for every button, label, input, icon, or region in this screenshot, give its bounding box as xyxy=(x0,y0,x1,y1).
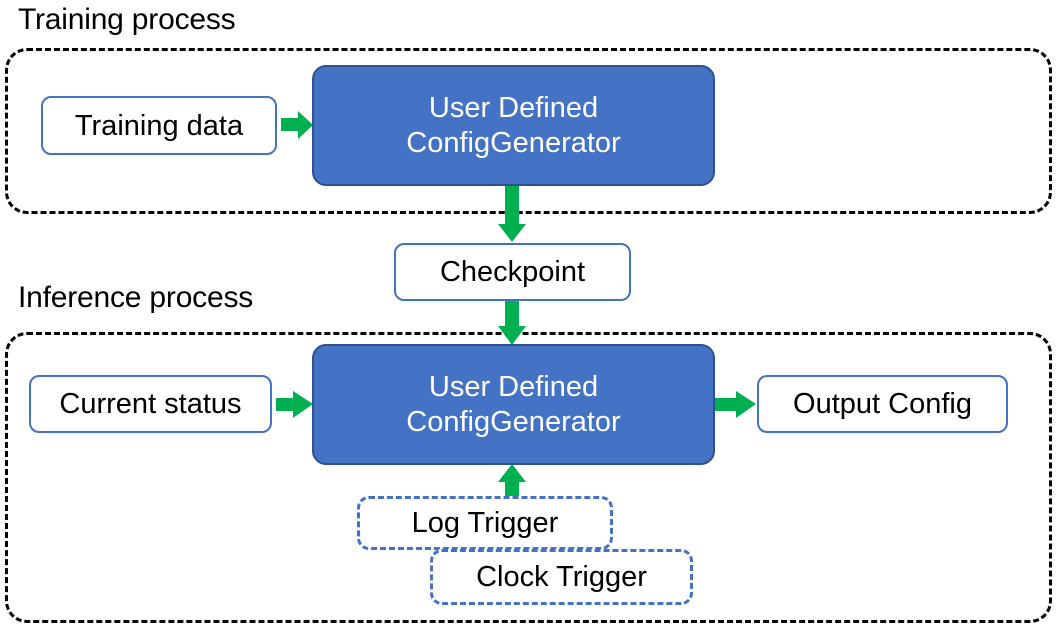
inference-process-container xyxy=(5,332,1052,623)
node-user-defined-config-generator-training[interactable]: User Defined ConfigGenerator xyxy=(312,65,715,186)
node-log-trigger[interactable]: Log Trigger xyxy=(357,496,613,550)
node-current-status-label: Current status xyxy=(59,388,242,420)
node-udcg-training-line1: User Defined xyxy=(428,91,599,124)
node-training-data[interactable]: Training data xyxy=(41,96,277,155)
node-udcg-inference-line1: User Defined xyxy=(428,370,599,403)
training-process-caption: Training process xyxy=(18,3,236,36)
node-checkpoint[interactable]: Checkpoint xyxy=(394,243,631,301)
node-user-defined-config-generator-inference[interactable]: User Defined ConfigGenerator xyxy=(312,344,715,465)
node-clock-trigger-label: Clock Trigger xyxy=(476,561,647,593)
node-output-config-label: Output Config xyxy=(793,388,972,420)
node-training-data-label: Training data xyxy=(74,109,244,142)
node-udcg-inference-line2: ConfigGenerator xyxy=(406,405,621,438)
node-current-status[interactable]: Current status xyxy=(29,375,272,433)
node-checkpoint-label: Checkpoint xyxy=(439,256,586,288)
node-log-trigger-label: Log Trigger xyxy=(411,507,559,539)
training-process-container xyxy=(5,48,1052,214)
node-clock-trigger[interactable]: Clock Trigger xyxy=(430,549,693,605)
inference-process-caption: Inference process xyxy=(18,281,254,314)
node-output-config[interactable]: Output Config xyxy=(757,375,1008,433)
node-udcg-training-line2: ConfigGenerator xyxy=(406,126,621,159)
